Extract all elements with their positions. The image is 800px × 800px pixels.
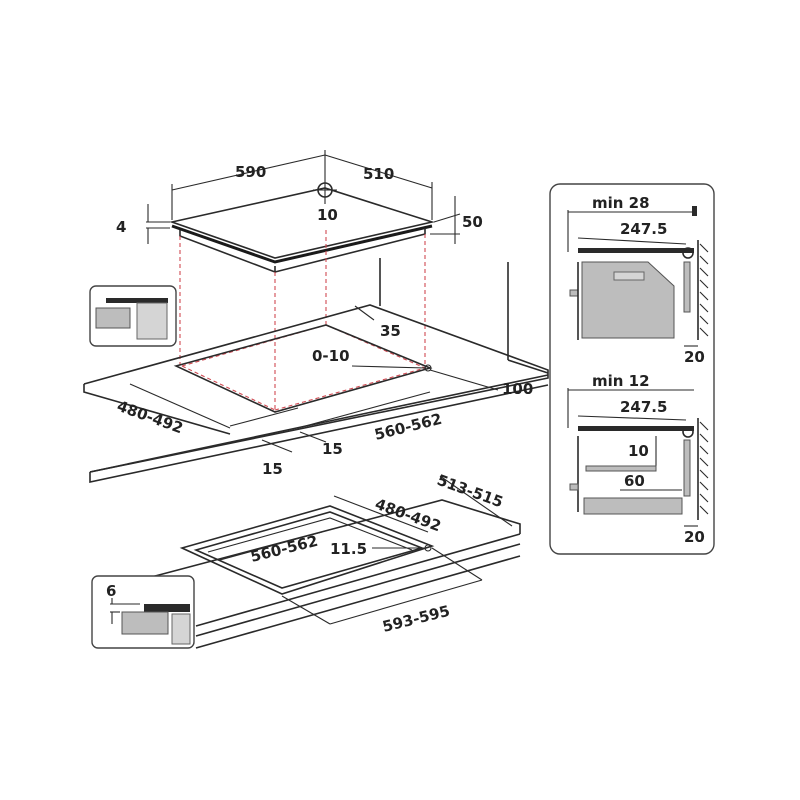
dimension-label-front-gap-right: 15 xyxy=(322,440,343,458)
leader-rear-gap xyxy=(354,305,375,321)
side-panels: min 28 247.5 20 min 12 247.5 xyxy=(549,183,715,555)
dimension-line-bottom-outer-width xyxy=(329,579,483,625)
hob-body-left xyxy=(179,230,276,274)
hob-body-right xyxy=(274,228,426,273)
inset-section-bottom: 6 xyxy=(91,575,195,649)
cutout-front-detail xyxy=(229,407,299,427)
hob-glass-top xyxy=(169,187,436,259)
side-panel-oven: min 28 247.5 20 xyxy=(567,194,709,366)
oven-depth-dimension xyxy=(577,237,687,245)
dimension-label-drawer-depth: 247.5 xyxy=(620,398,667,416)
dimension-label-bottom-outer-width: 593-595 xyxy=(381,602,452,636)
dimension-tick-outer-right xyxy=(431,547,483,581)
dimension-line-bottom-outer-depth xyxy=(439,475,513,527)
dimension-label-hob-depth: 510 xyxy=(363,165,394,183)
projection-cutout-left xyxy=(181,365,276,411)
bottom-countertop-front-lower xyxy=(195,543,521,637)
dimension-label-rear-gap: 35 xyxy=(380,322,401,340)
inset-bottom-block-right xyxy=(171,613,191,645)
dimension-line-bottom-inner-width xyxy=(219,531,323,561)
oven-min-endstop xyxy=(692,206,697,216)
leader-front-gap-left xyxy=(261,439,293,453)
dimension-line-depth xyxy=(324,154,433,189)
drawer-divider xyxy=(585,465,657,472)
dimension-label-bottom-inner-depth: 480-492 xyxy=(373,495,444,535)
hob-front-edge xyxy=(171,224,433,264)
countertop-bottom: 480-492 513-515 560-562 11.5 593-595 xyxy=(139,471,521,649)
oven-rear-panel xyxy=(683,261,691,313)
dimension-label-edge-thickness: 4 xyxy=(116,218,126,236)
dimension-label-bottom-corner: 11.5 xyxy=(330,540,367,558)
dimension-line-width xyxy=(171,154,326,191)
drawer-depth-dimension xyxy=(577,415,687,421)
bottom-countertop-front xyxy=(195,533,521,627)
projection-cutout-rear xyxy=(181,324,327,367)
countertop-outline xyxy=(83,304,549,473)
dimension-label-bottom-outer-depth: 513-515 xyxy=(435,471,506,511)
oven-control-panel xyxy=(613,271,645,281)
dimension-line-bottom-inner-depth xyxy=(333,495,429,533)
dimension-label-front-gap-left: 15 xyxy=(262,460,283,478)
inset-top-block-right xyxy=(136,302,168,340)
drawer-rear-panel xyxy=(683,439,691,497)
label-min-oven: min 28 xyxy=(592,194,650,212)
oven-body xyxy=(581,261,675,339)
drawer-hob-seal xyxy=(682,426,694,438)
dimension-label-drawer-horizontal-gap: 60 xyxy=(624,472,645,490)
leader-corner xyxy=(351,365,427,369)
label-min-drawer: min 12 xyxy=(592,372,650,390)
dimension-label-corner-radius: 10 xyxy=(317,206,338,224)
oven-handle xyxy=(569,289,579,297)
drawer-hob-plate xyxy=(578,426,694,431)
dimension-label-cutout-depth: 480-492 xyxy=(115,397,186,437)
dimension-label-hob-height: 50 xyxy=(462,213,483,231)
oven-wall-hatch xyxy=(699,243,709,337)
inset-bottom-hob-plate xyxy=(144,604,190,612)
dimension-label-drawer-wall-gap: 20 xyxy=(684,528,705,546)
inset-top-block-left xyxy=(95,307,131,329)
dimension-label-bottom-inner-width: 560-562 xyxy=(249,532,320,566)
leader-front-gap-right xyxy=(299,431,327,443)
oven-hob-plate xyxy=(578,248,694,253)
dimension-line-cutout-depth xyxy=(129,383,231,429)
drawer-handle xyxy=(569,483,579,491)
dimension-label-hob-width: 590 xyxy=(235,163,266,181)
wall-corner xyxy=(507,359,549,374)
dimension-label-drawer-vertical-gap: 10 xyxy=(628,442,649,460)
inset-section-top xyxy=(89,285,177,347)
dimension-label-cutout-corner: 0-10 xyxy=(312,347,350,365)
cutout-outline xyxy=(173,324,433,413)
bottom-cutout-outer xyxy=(179,505,435,595)
bottom-cutout-inner-edge xyxy=(207,517,413,553)
drawer-wall-hatch xyxy=(699,421,709,515)
dimension-label-oven-wall-gap: 20 xyxy=(684,348,705,366)
inset-top-hob-plate xyxy=(106,298,168,303)
drawer-box xyxy=(583,497,683,515)
leader-side-gap xyxy=(429,369,499,391)
bottom-countertop-bottom xyxy=(195,555,521,649)
dimension-label-side-gap: 100 xyxy=(502,380,533,398)
dimension-label-oven-depth: 247.5 xyxy=(620,220,667,238)
dimension-line-cutout-width xyxy=(297,391,431,429)
countertop-front-edge xyxy=(83,384,231,435)
height-guide-top xyxy=(433,213,461,223)
dimension-label-rebate-depth: 6 xyxy=(106,582,116,600)
inset-bottom-block-left xyxy=(121,611,169,635)
side-panel-drawer: min 12 247.5 10 60 20 xyxy=(567,372,709,546)
oven-hob-seal xyxy=(682,247,694,259)
countertop-bottom-edge xyxy=(89,384,549,483)
dimension-tick-outer-left xyxy=(281,595,331,625)
hob-isometric-top: 590 510 10 4 50 xyxy=(116,150,483,411)
projection-cutout-front xyxy=(274,367,426,411)
